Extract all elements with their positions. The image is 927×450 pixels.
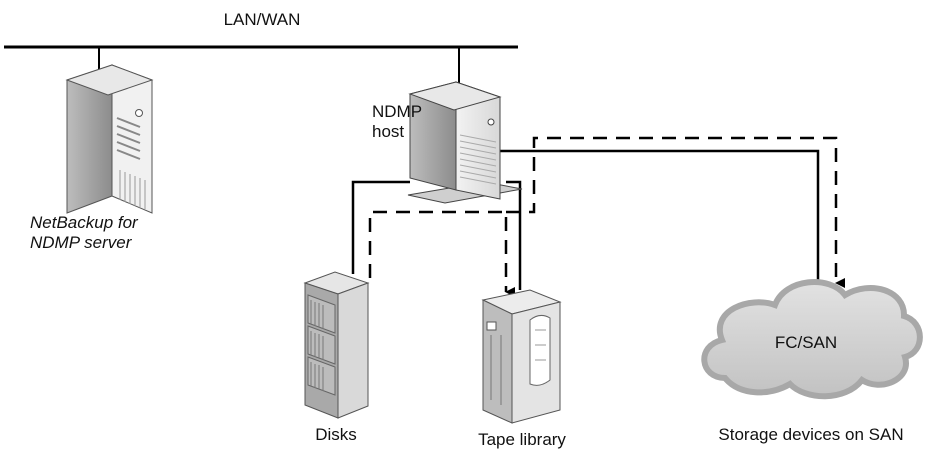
link-ndmp-disks — [351, 180, 410, 274]
tape-library-label: Tape library — [478, 430, 566, 449]
data-path-disks-tape — [368, 210, 515, 297]
data-path-san — [506, 136, 845, 288]
ndmp-host-label-line2: host — [372, 122, 405, 141]
link-ndmp-tape — [506, 180, 522, 290]
san-cloud-icon — [701, 279, 923, 400]
netbackup-server-label: NetBackup for NDMP server — [30, 213, 138, 253]
ndmp-host-label: NDMP host — [372, 102, 422, 142]
ndmp-host-icon — [407, 81, 523, 204]
ndmp-host-label-line1: NDMP — [372, 102, 423, 121]
tape-library-icon — [481, 289, 562, 424]
netbackup-server-icon — [65, 64, 154, 214]
san-cloud-inner-label: FC/SAN — [774, 333, 838, 352]
netbackup-server-label-line1: NetBackup for — [30, 213, 138, 232]
disks-label: Disks — [315, 425, 357, 444]
san-caption-label: Storage devices on SAN — [718, 425, 904, 444]
disks-icon — [303, 271, 370, 419]
netbackup-server-label-line2: NDMP server — [30, 233, 132, 252]
lan-wan-label: LAN/WAN — [223, 10, 301, 29]
link-ndmp-san — [500, 149, 820, 285]
